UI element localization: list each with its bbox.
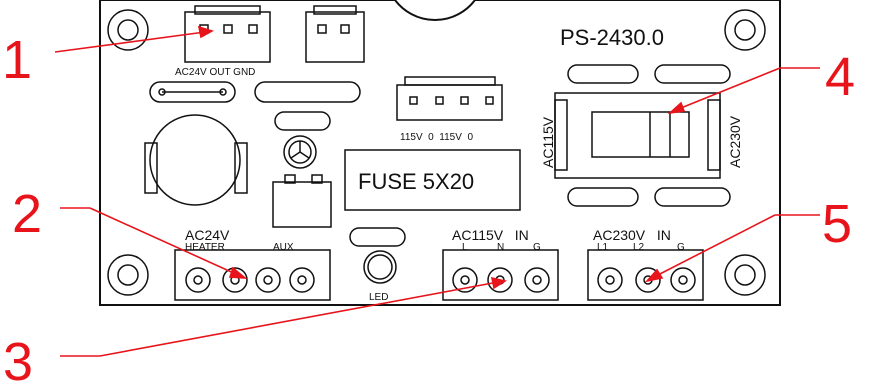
connector-transformer-label: 115V 0 115V 0 xyxy=(400,132,473,143)
connector-transformer xyxy=(396,76,503,121)
callout-number-1: 1 xyxy=(2,30,32,90)
switch-right-label: AC230V xyxy=(727,115,743,168)
slot xyxy=(567,187,639,207)
callout-line-5 xyxy=(644,214,820,283)
mounting-hole xyxy=(724,9,766,51)
slot xyxy=(349,227,406,247)
callout-line-1 xyxy=(54,25,215,53)
connector-2pin xyxy=(305,5,365,63)
slot xyxy=(567,64,639,84)
input115-n: N xyxy=(497,242,504,253)
input230-l2: L2 xyxy=(633,242,645,253)
potentiometer xyxy=(283,135,317,169)
heater-sub1: HEATER xyxy=(185,242,225,253)
callout-number-4: 4 xyxy=(825,47,855,107)
callout-line-4 xyxy=(667,67,820,115)
connector-ac24v-label: AC24V OUT GND xyxy=(175,67,255,78)
heater-sub2: AUX xyxy=(273,242,294,253)
aux-relay xyxy=(272,174,332,228)
round-component xyxy=(144,114,248,206)
callout-number-3: 3 xyxy=(3,332,33,388)
terminal-block-ac230v xyxy=(587,249,704,301)
terminal-block-heater xyxy=(174,249,331,301)
callout-line-2 xyxy=(60,207,248,279)
voltage-selector-switch xyxy=(554,92,721,179)
mounting-hole xyxy=(107,9,149,51)
pcb-outline xyxy=(99,0,781,306)
input230-l1: L1 xyxy=(597,242,609,253)
slot xyxy=(654,187,731,207)
callout-number-2: 2 xyxy=(12,184,42,244)
terminal-block-ac115v xyxy=(442,249,559,301)
slot xyxy=(274,111,331,131)
input230-title: AC230V IN xyxy=(593,227,671,243)
input115-l: L xyxy=(462,242,468,253)
model-label: PS-2430.0 xyxy=(560,25,664,50)
mounting-hole xyxy=(107,254,149,296)
callout-number-5: 5 xyxy=(822,194,852,254)
input230-g: G xyxy=(677,242,685,253)
switch-left-label: AC115V xyxy=(540,116,556,168)
input115-g: G xyxy=(533,242,541,253)
fuse-label: FUSE 5X20 xyxy=(358,169,474,194)
fuse-box xyxy=(344,149,521,211)
heater-title: AC24V xyxy=(185,227,230,243)
callout-line-3 xyxy=(60,276,508,357)
connector-ac24v-out xyxy=(184,5,271,63)
glass-fuse xyxy=(149,81,236,103)
mounting-hole xyxy=(724,254,766,296)
input115-title: AC115V IN xyxy=(452,227,529,243)
led-label: LED xyxy=(369,292,388,303)
slot xyxy=(654,64,731,84)
slot xyxy=(254,81,361,103)
led xyxy=(363,250,397,284)
